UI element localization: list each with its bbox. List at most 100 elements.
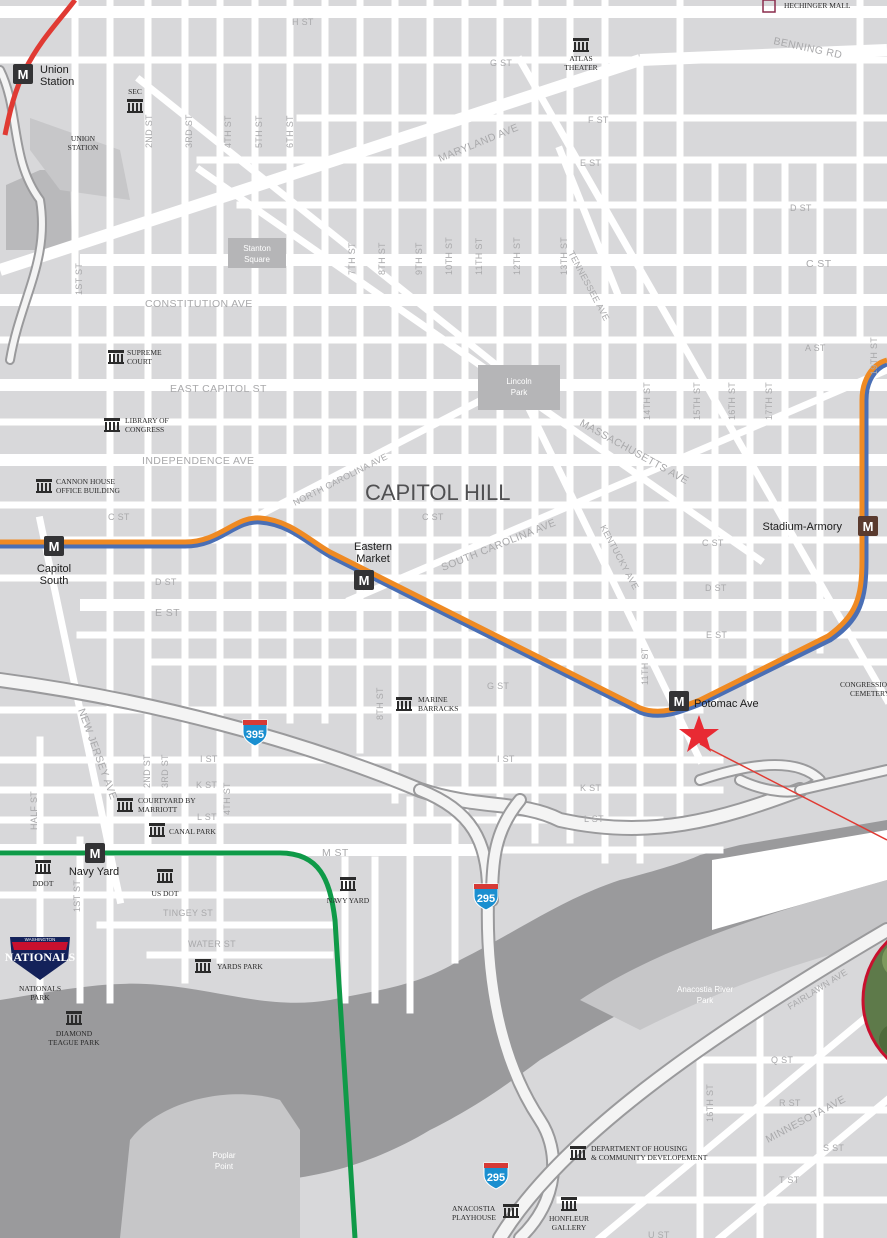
poi-label-2: COURT (127, 357, 152, 366)
poi-label-2: PARK (30, 993, 50, 1002)
metro-symbol: M (18, 67, 29, 82)
street-14th: 14TH ST (642, 382, 652, 420)
poi-label-2: GALLERY (552, 1223, 587, 1232)
metro-station-potomac-ave[interactable]: M Potomac Ave (669, 691, 759, 711)
poi-label-2: OFFICE BUILDING (56, 486, 121, 495)
poi-label-1: ATLAS (569, 54, 592, 63)
metro-symbol: M (49, 539, 60, 554)
poi-ddot[interactable]: DDOT (33, 860, 54, 888)
street-k-e: K ST (580, 783, 601, 793)
poi-atlas[interactable]: ATLAS THEATER (564, 38, 598, 72)
poi-label-1: HONFLEUR (549, 1214, 589, 1223)
poi-supreme-court[interactable]: SUPREME COURT (108, 348, 162, 366)
street-g-n: G ST (490, 58, 512, 68)
metro-symbol: M (90, 846, 101, 861)
poi-label-1: CONGRESSIONAL (840, 680, 887, 689)
museum-icon (561, 1197, 577, 1211)
poi-canal-park[interactable]: CANAL PARK (149, 823, 216, 837)
street-10th: 10TH ST (444, 237, 454, 275)
street-east-capitol: EAST CAPITOL ST (170, 383, 267, 395)
rail-yard-area (30, 118, 130, 200)
metro-station-capitol-south[interactable]: M Capitol South (37, 536, 71, 587)
poi-label-2: & COMMUNITY DEVELOPEMENT (591, 1153, 708, 1162)
street-3rd-s: 3RD ST (160, 754, 170, 788)
poplar-point-label-2: Point (215, 1162, 234, 1171)
poi-label: HECHINGER MALL (784, 1, 851, 10)
street-s: S ST (823, 1143, 844, 1153)
museum-icon (157, 869, 173, 883)
street-tingey: TINGEY ST (163, 908, 213, 918)
photo-inset[interactable] (861, 918, 887, 1082)
poi-usdot[interactable]: US DOT (152, 869, 179, 898)
museum-icon (195, 959, 211, 973)
street-d-e: D ST (705, 583, 727, 593)
poi-cannon[interactable]: CANNON HOUSE OFFICE BUILDING (36, 477, 121, 495)
poi-label: US DOT (152, 889, 179, 898)
poi-label-2: STATION (68, 143, 99, 152)
street-16th: 16TH ST (727, 382, 737, 420)
poi-label-1: CANNON HOUSE (56, 477, 115, 486)
poi-label: CANAL PARK (169, 827, 216, 836)
station-label-2: Market (356, 553, 390, 565)
poi-library[interactable]: LIBRARY OF CONGRESS (104, 416, 169, 434)
metro-symbol: M (674, 694, 685, 709)
station-label-2: Station (40, 76, 74, 88)
metro-symbol: M (863, 519, 874, 534)
street-e-s: E ST (155, 607, 180, 619)
metro-station-union[interactable]: M Union Station (13, 64, 74, 88)
street-c-s: C ST (108, 512, 130, 522)
metro-station-navy-yard[interactable]: M Navy Yard (69, 843, 119, 878)
stanton-square (228, 238, 286, 268)
poi-marine-barracks[interactable]: MARINE BARRACKS (396, 695, 458, 713)
metro-icon (858, 516, 878, 536)
street-12th: 12TH ST (512, 237, 522, 275)
street-c-s2: C ST (422, 512, 444, 522)
poi-label: NAVY YARD (327, 896, 370, 905)
street-g-s: G ST (487, 681, 509, 691)
poi-label-1: COURTYARD BY (138, 796, 196, 805)
poi-hud[interactable]: DEPARTMENT OF HOUSING & COMMUNITY DEVELO… (570, 1144, 708, 1162)
street-c-n: C ST (806, 258, 832, 270)
street-l: L ST (197, 812, 217, 822)
museum-icon (104, 418, 120, 432)
street-i-e: I ST (497, 754, 515, 764)
street-15th: 15TH ST (692, 382, 702, 420)
street-a: A ST (805, 343, 826, 353)
station-label: Navy Yard (69, 866, 119, 878)
poi-navy-yard[interactable]: NAVY YARD (327, 877, 370, 905)
museum-icon (503, 1204, 519, 1218)
street-d-s: D ST (155, 577, 177, 587)
poi-yards-park[interactable]: YARDS PARK (195, 959, 263, 973)
shield-number: 295 (487, 1172, 505, 1184)
poi-anacostia-playhouse[interactable]: ANACOSTIA PLAYHOUSE (452, 1204, 519, 1222)
poi-diamond-teague[interactable]: DIAMOND TEAGUE PARK (48, 1011, 100, 1047)
poi-nationals-park[interactable]: WASHINGTON NATIONALS NATIONALS PARK (5, 937, 76, 1002)
metro-station-stadium-armory[interactable]: Stadium-Armory M (763, 516, 878, 536)
poi-honfleur[interactable]: HONFLEUR GALLERY (549, 1197, 589, 1232)
poi-label-1: NATIONALS (19, 984, 61, 993)
poi-congressional-cemetery[interactable]: CONGRESSIONAL CEMETERY (840, 680, 887, 698)
station-label-1: Union (40, 64, 69, 76)
museum-icon (127, 99, 143, 113)
street-4th: 4TH ST (223, 115, 233, 148)
street-11th-s: 11TH ST (640, 647, 650, 685)
poi-hechinger[interactable]: HECHINGER MALL (762, 0, 851, 13)
museum-icon (340, 877, 356, 891)
metro-icon (354, 570, 374, 590)
stanton-label-1: Stanton (243, 244, 271, 253)
metro-station-eastern-market[interactable]: Eastern Market M (354, 541, 392, 590)
street-16th-s: 16TH ST (705, 1084, 715, 1122)
street-17th: 17TH ST (764, 382, 774, 420)
street-4th-s: 4TH ST (222, 782, 232, 815)
street-k: K ST (196, 780, 217, 790)
poi-sec[interactable]: SEC (127, 87, 143, 113)
museum-icon (149, 823, 165, 837)
poi-union-station[interactable]: UNION STATION (68, 134, 99, 152)
museum-icon (570, 1146, 586, 1160)
location-star-icon[interactable] (679, 715, 719, 752)
street-1st-s: 1ST ST (72, 880, 82, 912)
street-8th-s: 8TH ST (375, 687, 385, 720)
poi-courtyard[interactable]: COURTYARD BY MARRIOTT (117, 796, 196, 814)
